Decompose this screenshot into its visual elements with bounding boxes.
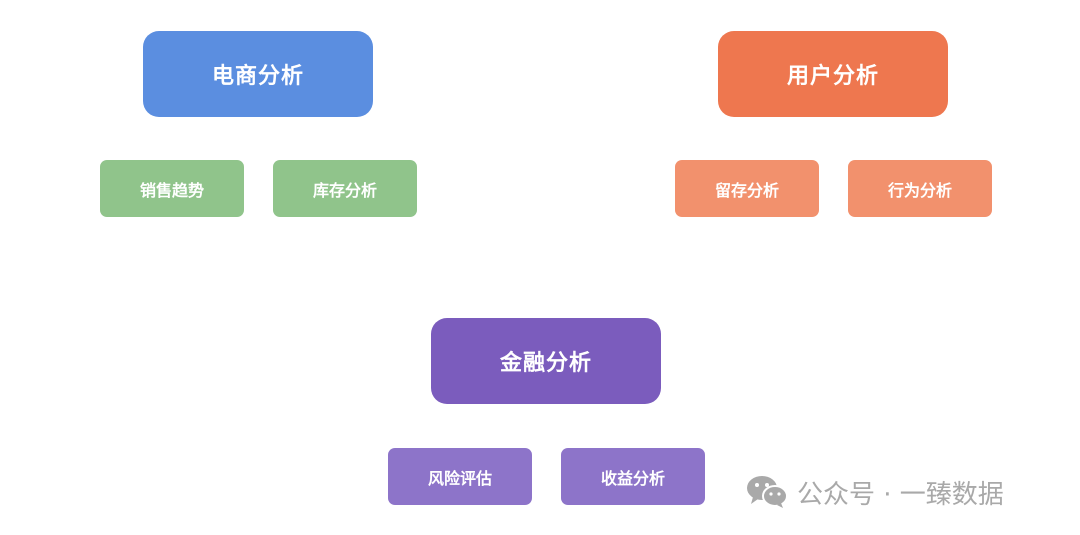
behavior-analysis-node: 行为分析 (848, 160, 992, 217)
finance-analysis-node: 金融分析 (431, 318, 661, 404)
sales-trend-node: 销售趋势 (100, 160, 244, 217)
watermark-text: 公众号 · 一臻数据 (797, 479, 1004, 510)
risk-assessment-node: 风险评估 (388, 448, 532, 505)
user-analysis-node: 用户分析 (718, 31, 948, 117)
return-analysis-node: 收益分析 (561, 448, 705, 505)
inventory-analysis-node: 库存分析 (273, 160, 417, 217)
watermark: 公众号 · 一臻数据 (745, 472, 1004, 512)
retention-analysis-node: 留存分析 (675, 160, 819, 217)
wechat-icon (747, 476, 788, 508)
ecommerce-analysis-node: 电商分析 (143, 31, 373, 117)
